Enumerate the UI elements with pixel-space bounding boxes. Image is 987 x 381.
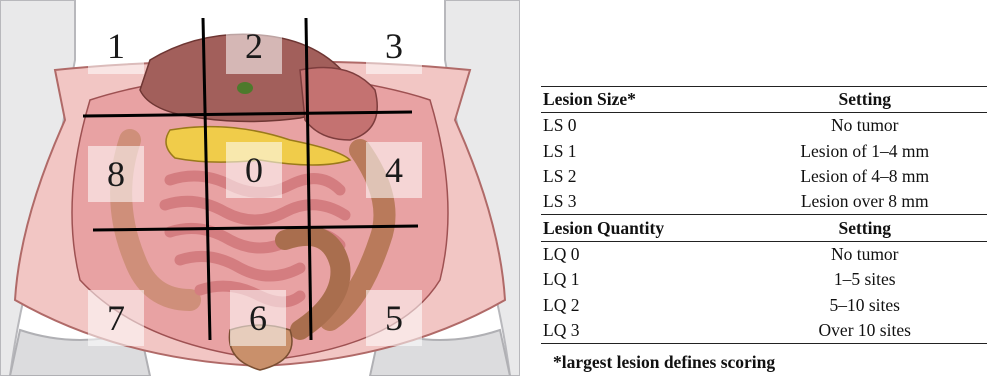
scoring-table: Lesion Size* Setting LS 0 No tumor LS 1 … xyxy=(541,86,987,344)
code-cell: LQ 1 xyxy=(541,267,749,292)
table-row: LS 0 No tumor xyxy=(541,113,987,139)
code-cell: LQ 0 xyxy=(541,241,749,267)
setting-cell: 1–5 sites xyxy=(749,267,987,292)
table-header-row: Lesion Size* Setting xyxy=(541,87,987,113)
region-label-7: 7 xyxy=(88,290,144,346)
setting-header: Setting xyxy=(749,215,987,241)
code-cell: LS 2 xyxy=(541,164,749,189)
table-footnote: *largest lesion defines scoring xyxy=(553,352,775,373)
table-row: LQ 1 1–5 sites xyxy=(541,267,987,292)
setting-cell: Over 10 sites xyxy=(749,318,987,344)
table-row: LS 3 Lesion over 8 mm xyxy=(541,189,987,215)
region-label-8: 8 xyxy=(88,146,144,202)
table-row: LQ 0 No tumor xyxy=(541,241,987,267)
code-cell: LS 3 xyxy=(541,189,749,215)
code-cell: LQ 2 xyxy=(541,292,749,317)
lesion-size-header: Lesion Size* xyxy=(541,87,749,113)
setting-cell: No tumor xyxy=(749,113,987,139)
region-label-0: 0 xyxy=(226,142,282,198)
code-cell: LS 1 xyxy=(541,139,749,164)
setting-cell: Lesion of 4–8 mm xyxy=(749,164,987,189)
abdomen-illustration: 1 2 3 8 0 4 7 6 5 xyxy=(0,0,520,376)
table-row: LS 1 Lesion of 1–4 mm xyxy=(541,139,987,164)
region-label-5: 5 xyxy=(366,290,422,346)
setting-cell: No tumor xyxy=(749,241,987,267)
region-label-6: 6 xyxy=(230,290,286,346)
setting-cell: Lesion of 1–4 mm xyxy=(749,139,987,164)
table-row: LQ 2 5–10 sites xyxy=(541,292,987,317)
lesion-quantity-header: Lesion Quantity xyxy=(541,215,749,241)
setting-cell: 5–10 sites xyxy=(749,292,987,317)
region-label-2: 2 xyxy=(226,18,282,74)
table-header-row: Lesion Quantity Setting xyxy=(541,215,987,241)
region-label-3: 3 xyxy=(366,18,422,74)
code-cell: LS 0 xyxy=(541,113,749,139)
table-row: LS 2 Lesion of 4–8 mm xyxy=(541,164,987,189)
setting-header: Setting xyxy=(749,87,987,113)
region-label-1: 1 xyxy=(88,18,144,74)
code-cell: LQ 3 xyxy=(541,318,749,344)
region-label-4: 4 xyxy=(366,142,422,198)
table-row: LQ 3 Over 10 sites xyxy=(541,318,987,344)
setting-cell: Lesion over 8 mm xyxy=(749,189,987,215)
